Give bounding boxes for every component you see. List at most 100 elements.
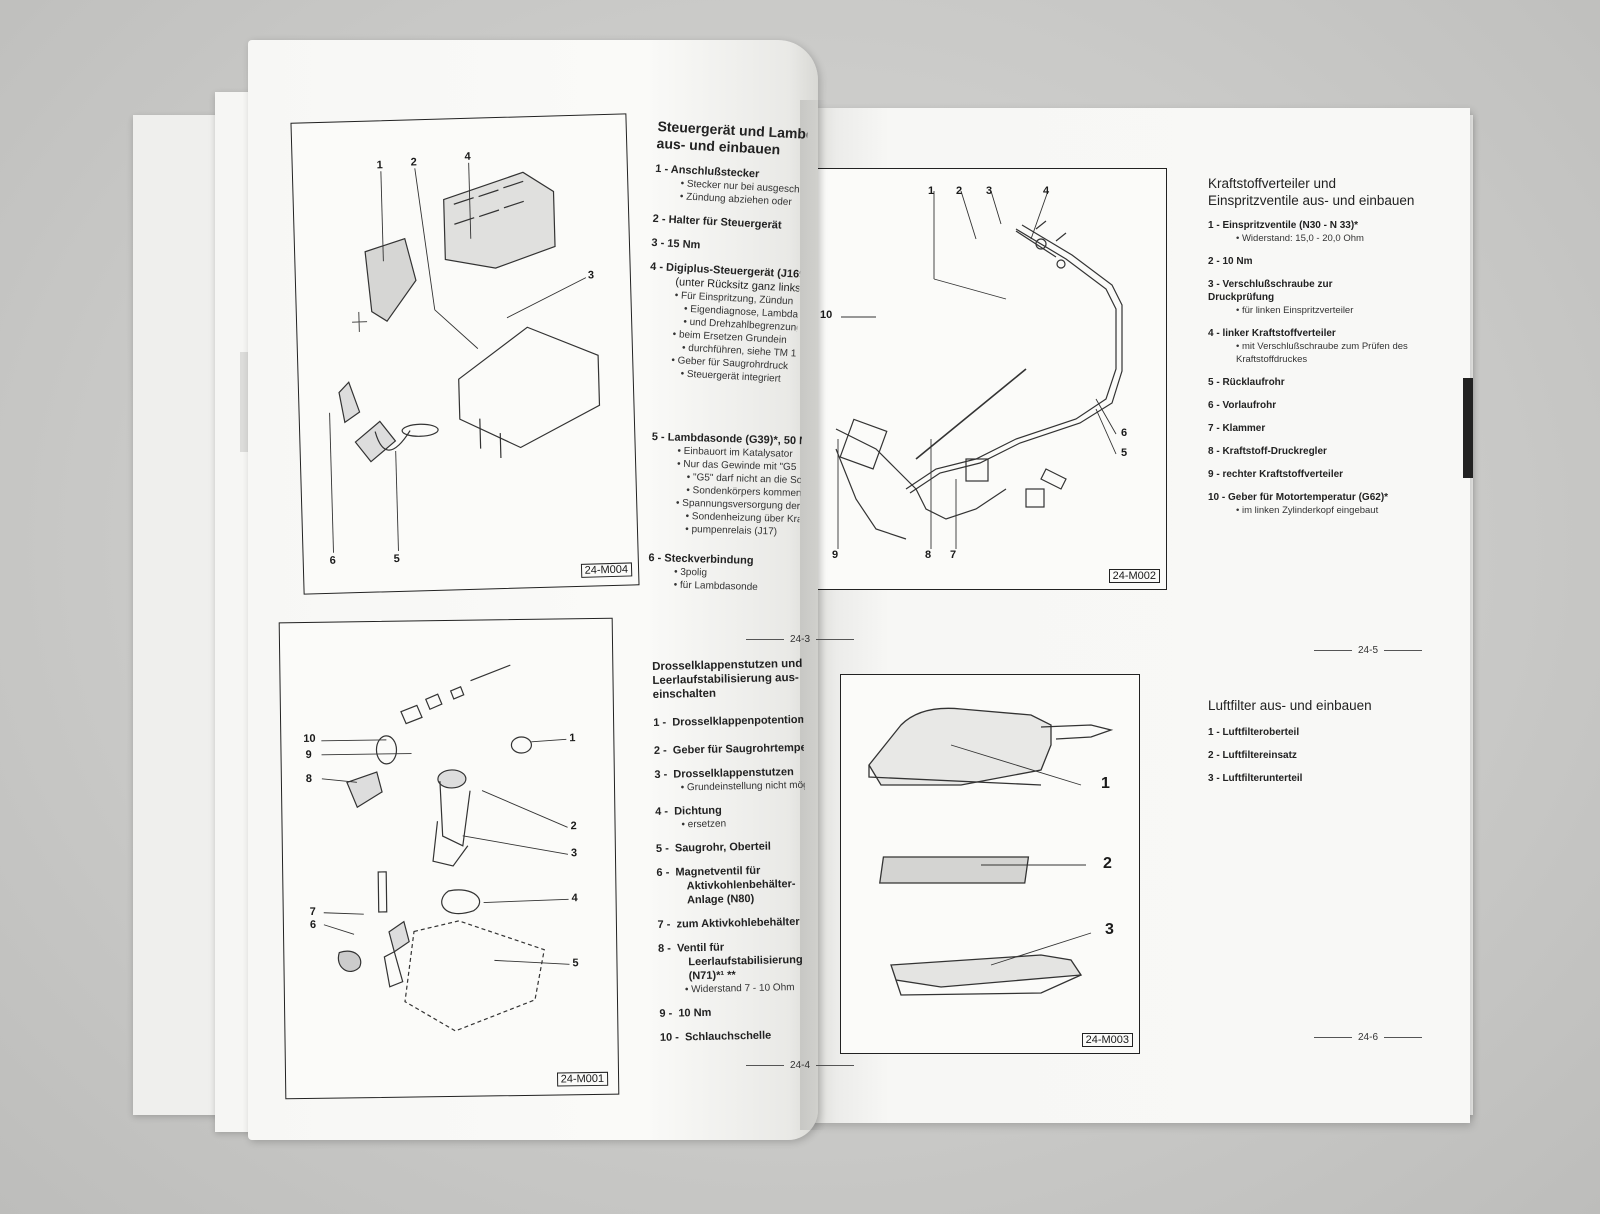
air-filter-drawing (868, 707, 1114, 996)
list-item: 2 - Geber für Saugrohrtemperatur (654, 741, 810, 758)
parts-list: 1 - Luftfilteroberteil 2 - Luftfilterein… (1208, 726, 1458, 785)
item-label: Klammer (1222, 423, 1266, 434)
list-item: 8 - Kraftstoff-Druckregler (1208, 445, 1458, 458)
callout-label: 5 (393, 552, 400, 566)
figure-code: 24-M003 (1081, 1033, 1133, 1047)
list-item: 10 - Geber für Motortemperatur (G62)*im … (1208, 491, 1458, 517)
page-number: 24-6 (1308, 1032, 1428, 1043)
callout-label: 9 (305, 748, 312, 761)
callout-label: 5 (572, 957, 579, 970)
list-item: 2 - 10 Nm (1208, 255, 1458, 268)
callout-label: 9 (832, 549, 839, 561)
throttle-section-text: Drosselklappenstutzen und Ventil Leerlau… (652, 657, 810, 1055)
item-number: 10 - (1208, 492, 1226, 503)
list-item: 7 - zum Aktivkohlebehälter (657, 915, 807, 932)
figure-code: 24-M002 (1108, 569, 1160, 583)
item-label: Verschlußschraube zur Druckprüfung (1208, 279, 1333, 303)
item-number: 3 - (654, 768, 668, 781)
lambda-section-text: 5 - Lambdasonde (G39)*, 50 N Einbauort i… (647, 430, 802, 605)
item-label: rechter Kraftstoffverteiler (1222, 469, 1344, 480)
item-number: 2 - (1208, 256, 1220, 267)
parts-list: 1 - Einspritzventile (N30 - N 33)*Widers… (1208, 219, 1458, 517)
item-label: Vorlaufrohr (1222, 400, 1277, 411)
item-sub: Widerstand 7 - 10 Ohm (659, 981, 809, 997)
item-number: 5 - (655, 842, 669, 855)
figure-code: 24-M004 (580, 562, 633, 578)
item-label: Kraftstoff-Druckregler (1222, 446, 1327, 457)
page-number: 24-5 (1308, 645, 1428, 656)
list-item: 2 - Luftfiltereinsatz (1208, 749, 1458, 762)
item-number: 4 - (1208, 328, 1220, 339)
item-number: 6 - (656, 866, 670, 879)
item-label: Drosselklappenstutzen (673, 766, 794, 781)
item-label: 10 Nm (678, 1006, 712, 1020)
item-number: 8 - (657, 942, 672, 955)
callout-label: 8 (305, 772, 313, 785)
item-sub: Widerstand: 15,0 - 20,0 Ohm (1208, 232, 1458, 245)
fuel-distributor-drawing (835, 190, 1123, 549)
figure-air-filter: 1 2 3 24-M003 (840, 674, 1140, 1054)
item-label: Einspritzventile (N30 - N 33)* (1222, 220, 1359, 231)
item-label: 10 Nm (1222, 256, 1253, 267)
figure-fuel-distributor: 1 2 3 4 10 6 5 9 8 7 24-M002 (815, 168, 1167, 590)
item-number: 1 - (1208, 220, 1220, 231)
item-number: 2 - (1208, 750, 1220, 761)
list-item: 3 - Verschlußschraube zur Druckprüfungfü… (1208, 278, 1458, 317)
item-number: 7 - (657, 918, 671, 931)
item-number: 8 - (1208, 446, 1220, 457)
callout-label: 3 (986, 185, 993, 197)
parts-list: 1 - AnschlußsteckerStecker nur bei ausge… (644, 162, 808, 387)
list-item: 6 - Steckverbindung 3polig für Lambdason… (648, 551, 799, 595)
list-item: 4 - Dichtungersetzen (655, 802, 806, 832)
figure-throttle-body: 10 9 8 1 2 3 4 5 7 6 24-M001 (278, 617, 620, 1100)
item-label: Ventil für Leerlaufstabilisierung (N71)*… (676, 941, 803, 983)
list-item: 6 - Vorlaufrohr (1208, 399, 1458, 412)
list-item: 1 - Luftfilteroberteil (1208, 726, 1458, 739)
page-number: 24-3 (740, 634, 860, 645)
item-number: 10 - (659, 1031, 680, 1044)
list-item: 5 - Lambdasonde (G39)*, 50 N Einbauort i… (649, 430, 802, 539)
item-label: Dichtung (674, 804, 722, 818)
callout-label: 7 (309, 905, 316, 918)
item-sub: im linken Zylinderkopf eingebaut (1208, 504, 1458, 517)
figure-code: 24-M001 (556, 1071, 609, 1087)
list-item: 1 - Einspritzventile (N30 - N 33)*Widers… (1208, 219, 1458, 245)
callout-label: 3 (587, 269, 595, 282)
item-label: Luftfilterunterteil (1222, 773, 1303, 784)
item-number: 5 - (1208, 377, 1220, 388)
callout-label: 6 (1121, 427, 1128, 439)
item-number: 1 - (1208, 727, 1220, 738)
list-item: 1 - Drosselklappenpotentiometer (653, 713, 810, 730)
parts-list: 1 - Drosselklappenpotentiometer 2 - Gebe… (653, 713, 810, 1045)
list-item: 4 - Digiplus-Steuergerät (J169) (unter R… (644, 260, 808, 387)
control-unit-section-text: Steuergerät und Lambdas aus- und einbaue… (644, 118, 808, 396)
section-title: einschalten (652, 687, 717, 701)
callout-label: 7 (950, 549, 957, 561)
callout-label: 3 (1105, 921, 1114, 938)
item-number: 7 - (1208, 423, 1220, 434)
item-sub: für Lambdasonde (648, 578, 798, 595)
list-item: 5 - Saugrohr, Oberteil (656, 839, 806, 856)
item-number: 9 - (1208, 469, 1220, 480)
item-label: 15 Nm (667, 237, 701, 252)
list-item: 1 - AnschlußsteckerStecker nur bei ausge… (654, 162, 806, 210)
callout-label: 10 (303, 732, 316, 746)
item-label: Steckverbindung (664, 552, 754, 567)
item-number: 6 - (1208, 400, 1220, 411)
callout-label: 8 (925, 549, 932, 561)
item-label: Luftfilteroberteil (1222, 727, 1300, 738)
callout-label: 4 (464, 150, 471, 163)
item-label: linker Kraftstoffverteiler (1222, 328, 1336, 339)
callout-label: 5 (1121, 447, 1128, 459)
item-label: Geber für Saugrohrtemperatur (672, 741, 811, 757)
item-label: Schlauchschelle (684, 1029, 772, 1044)
item-number: 3 - (651, 236, 665, 250)
list-item: 3 - Luftfilterunterteil (1208, 772, 1458, 785)
book-spine-shadow (800, 100, 826, 1130)
control-unit-drawing (329, 162, 601, 553)
item-number: 4 - (655, 805, 669, 818)
section-tab-marker (1463, 378, 1473, 478)
item-label: Luftfiltereinsatz (1222, 750, 1297, 761)
callout-label: 2 (1103, 855, 1112, 872)
item-label: zum Aktivkohlebehälter (676, 915, 800, 931)
